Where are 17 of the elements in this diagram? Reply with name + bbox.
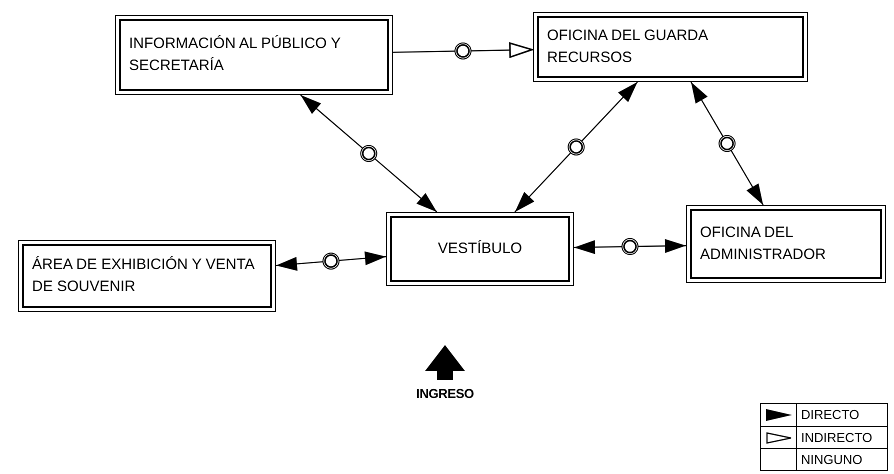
entrance-label: INGRESO	[415, 385, 475, 403]
room-box	[686, 205, 886, 283]
room-box	[386, 212, 574, 286]
room-box	[533, 12, 808, 82]
room-label: OFICINA DEL ADMINISTRADOR	[700, 222, 827, 265]
connector	[392, 42, 534, 60]
connector	[276, 251, 386, 271]
room-label: OFICINA DEL GUARDA RECURSOS	[547, 26, 709, 68]
legend-text: DIRECTO	[800, 406, 860, 424]
room-label: ÁREA DE EXHIBICIÓN Y VENTA DE SOUVENIR	[32, 254, 256, 297]
room-box	[115, 15, 393, 95]
room-label: INFORMACIÓN AL PÚBLICO Y SECRETARÍA	[129, 34, 342, 76]
room-box	[18, 240, 276, 312]
legend-text: NINGUNO	[800, 451, 864, 469]
connector	[574, 238, 686, 256]
room-label: VESTÍBULO	[438, 238, 522, 259]
legend-text: INDIRECTO	[800, 429, 874, 447]
